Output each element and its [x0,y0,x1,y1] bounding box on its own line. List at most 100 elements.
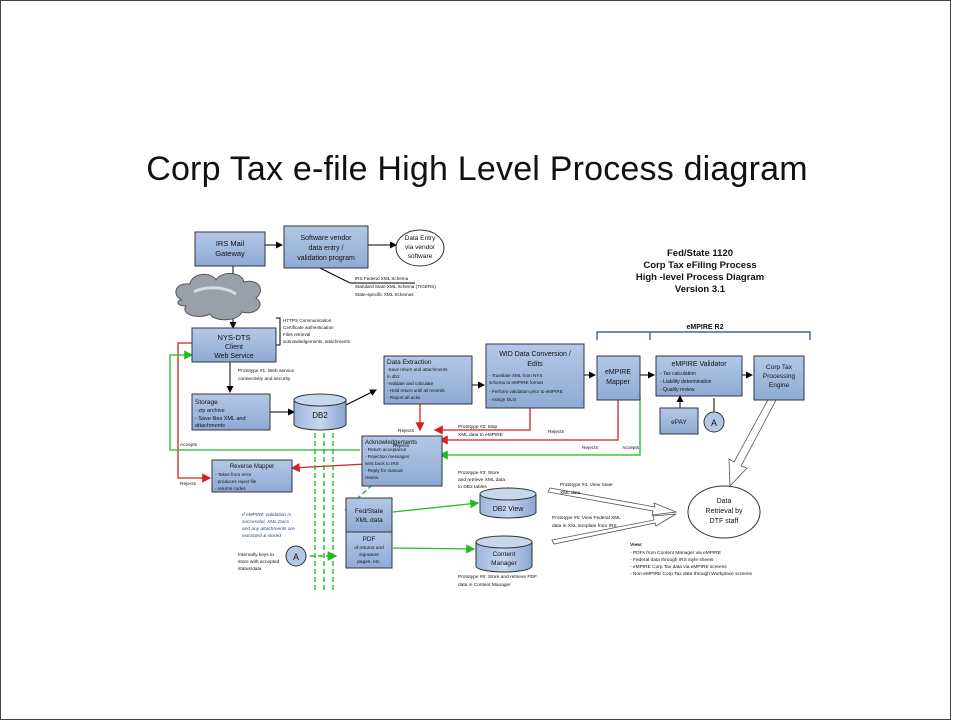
arrow-cm-to-retrieval [551,513,677,545]
svg-text:Rejects: Rejects [548,429,565,435]
note-view: View: - PDFs from Content Manager via eM… [630,542,753,577]
svg-text:- Perform validation prior to: - Perform validation prior to eMPIRE [489,389,563,394]
svg-text:- PDFs from Content Manager vi: - PDFs from Content Manager via eMPIRE [630,550,721,556]
node-data-extraction: Data Extraction -Save return and attachm… [383,355,473,405]
note-prototype-1: Prototype #1: Web service connectivity a… [238,368,295,382]
svg-text:data entry /: data entry / [308,245,343,252]
node-corp-tax-engine: Corp Tax Processing Engine [753,355,805,401]
svg-text:sent back to IRS: sent back to IRS [365,461,399,466]
svg-text:- Save files XML and: - Save files XML and [195,416,246,422]
edge-labels: Rejects Rejects Rejects Accepts Rejects … [180,428,640,487]
arrow-db2view-to-retrieval [547,487,678,516]
svg-text:validation program: validation program [297,255,355,262]
svg-text:A: A [711,418,717,428]
svg-text:and retrieve XML data: and retrieve XML data [458,477,505,483]
svg-text:- Assign DLN: - Assign DLN [489,397,516,402]
svg-text:Rejects: Rejects [398,428,415,434]
svg-text:review: review [365,475,379,480]
svg-text:If eMPIRE Validation is: If eMPIRE Validation is [242,512,291,518]
node-content-manager: Content Manager [475,535,533,573]
connector-a-icon: A [703,411,725,433]
svg-text:- Federal data through IRS sty: - Federal data through IRS style sheets [630,557,714,563]
svg-text:Web Service: Web Service [214,353,254,360]
svg-text:- Tax calculation: - Tax calculation [660,371,696,377]
note-empire-success: If eMPIRE Validation is successful, XML … [242,512,295,539]
svg-text:software: software [408,253,433,260]
svg-text:schema to eMPIRE format: schema to eMPIRE format [489,380,544,385]
node-wid-data-conversion: WID Data Conversion / Edits - Translate … [485,343,585,409]
svg-text:DTF staff: DTF staff [710,518,739,525]
node-db2: DB2 [293,393,347,431]
svg-text:- Takes from error: - Takes from error [215,472,252,477]
svg-text:Data Extraction: Data Extraction [387,359,432,366]
svg-text:pages, etc.: pages, etc. [357,559,380,565]
svg-text:and any attachments are: and any attachments are [242,526,295,532]
svg-text:XML data to eMPIRE: XML data to eMPIRE [458,432,503,438]
svg-text:ePAY: ePAY [671,419,687,426]
node-epay: ePAY [659,407,699,435]
svg-text:to DB2 tables: to DB2 tables [458,484,487,490]
svg-text:State-specific XML Schemas: State-specific XML Schemas [355,292,414,297]
svg-text:- zip archive: - zip archive [195,408,225,414]
note-prototype-2: Prototype #2: Map XML data to eMPIRE [458,424,503,438]
svg-text:- Return acceptance: - Return acceptance [365,447,407,452]
svg-text:via vendor: via vendor [405,244,436,251]
svg-text:Mapper: Mapper [606,379,630,386]
svg-text:Software vendor: Software vendor [301,235,353,242]
edge-pdf-to-cm [392,544,476,554]
edge-mapper-reject [438,400,619,445]
svg-text:in db2: in db2 [387,374,400,379]
svg-text:- returns codes: - returns codes [215,486,246,491]
edge-wid-reject [433,408,531,435]
svg-text:connectivity and security: connectivity and security [238,376,291,382]
svg-text:acknowledgements, attachments: acknowledgements, attachments [283,339,351,344]
svg-text:of returns and: of returns and [354,545,384,551]
node-acknowledgements: Acknowledgements - Return acceptance - R… [361,435,443,487]
svg-text:signature: signature [359,552,379,558]
svg-text:-Save return and attachments: -Save return and attachments [387,367,448,372]
node-data-entry: Data Entry via vendor software [395,229,445,267]
svg-text:Prototype #4: View State: Prototype #4: View State [560,482,613,488]
svg-text:attachments: attachments [195,423,225,429]
svg-text:Corp Tax: Corp Tax [766,364,793,371]
svg-text:WID Data Conversion /: WID Data Conversion / [499,351,571,358]
svg-text:A: A [293,552,299,562]
arrow-engine-to-retrieval [728,384,783,487]
svg-text:Prototype #6: Store and retri: Prototype #6: Store and retrieve PDF [458,574,537,580]
svg-text:IRS Federal XML Schema: IRS Federal XML Schema [355,276,409,281]
internet-cloud-icon [175,273,261,321]
svg-text:Client: Client [225,344,243,351]
svg-text:XML data: XML data [355,517,383,524]
svg-text:Accepts: Accepts [180,442,198,448]
svg-text:Internally keys to: Internally keys to [238,552,274,558]
note-https: HTTPS Communication Certificate authenti… [283,318,351,344]
svg-text:Prototype #2: Map: Prototype #2: Map [458,424,498,430]
svg-text:Fed/State: Fed/State [355,508,384,515]
svg-text:Rejects: Rejects [180,481,197,487]
svg-text:- eMPIRE Corp Tax data via eMP: - eMPIRE Corp Tax data via eMPIRE screen… [630,564,727,570]
edge-accept-1 [438,395,641,460]
node-data-retrieval: Data Retrieval by DTF staff [687,485,761,539]
svg-text:IRS Mail: IRS Mail [216,239,245,248]
edge-accept-2 [169,350,360,451]
svg-text:Acknowledgements: Acknowledgements [365,440,417,446]
svg-text:Prototype #3: Store: Prototype #3: Store [458,470,500,476]
page-title: Corp Tax e-file High Level Process diagr… [146,150,808,188]
node-pdf: PDF of returns and signature pages, etc. [345,531,393,569]
svg-text:DB2: DB2 [312,411,328,420]
svg-text:Rejects: Rejects [393,443,410,449]
note-prototype-3: Prototype #3: Store and retrieve XML dat… [458,470,505,490]
node-empire-validator: eMPIRE Validator - Tax calculation - Lia… [655,355,743,397]
svg-text:data in XSL template from IRS: data in XSL template from IRS [552,523,617,529]
svg-text:- Liability determination: - Liability determination [660,379,712,385]
node-db2-view: DB2 View [479,487,537,519]
svg-text:Version 3.1: Version 3.1 [675,284,726,295]
svg-text:Data Entry: Data Entry [405,235,436,242]
svg-text:XML data: XML data [560,490,581,496]
svg-text:- Reply for manual: - Reply for manual [365,468,403,473]
svg-text:High -level Process Diagram: High -level Process Diagram [636,272,764,283]
edge-xml-to-db2view [392,499,480,513]
svg-text:- Translate XML from NYS: - Translate XML from NYS [489,373,542,378]
svg-text:Edits: Edits [527,361,543,368]
